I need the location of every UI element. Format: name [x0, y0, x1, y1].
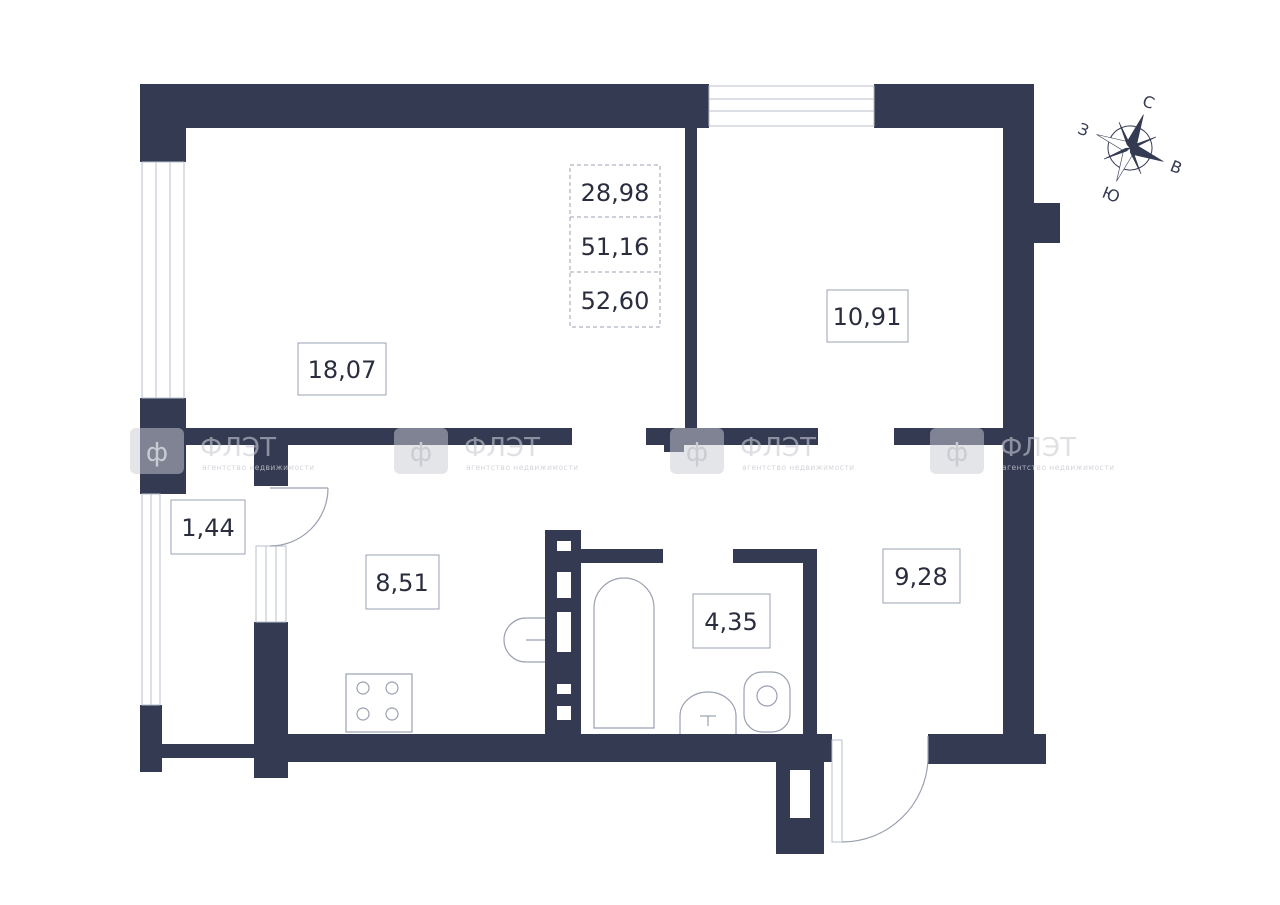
room-label-hallway: 9,28 [882, 548, 961, 604]
wall-bath-top-right [733, 549, 817, 563]
wall-bath-right [803, 549, 817, 739]
wall-right-pillar [1034, 203, 1060, 243]
total-area-value: 51,16 [581, 233, 650, 261]
watermark-brand: ФЛЭТ [1000, 433, 1076, 463]
wall-bath-top-left [581, 549, 663, 563]
compass: С В Ю З [1075, 91, 1185, 207]
bath-wall-slot-2 [557, 572, 571, 598]
room-label-kitchen: 8,51 [365, 554, 440, 610]
window-kitchen-door [255, 545, 287, 623]
wall-top-left [140, 84, 709, 128]
watermark-tagline: агентство недвижимости [1002, 463, 1115, 472]
room-label-bedroom: 10,91 [826, 289, 909, 343]
window-balcony [141, 493, 161, 706]
room-area-hallway: 9,28 [894, 563, 947, 591]
fixtures [345, 577, 791, 734]
window-top [708, 85, 875, 127]
watermark-logo: ф [146, 438, 168, 468]
bath-wall-slot-3 [557, 612, 571, 652]
compass-east: В [1168, 156, 1185, 178]
wall-bottom [254, 734, 832, 762]
room-area-bedroom: 10,91 [833, 303, 902, 331]
watermark-tagline: агентство недвижимости [742, 463, 855, 472]
room-area-bathroom: 4,35 [704, 608, 757, 636]
watermark-tagline: агентство недвижимости [466, 463, 579, 472]
windows [141, 85, 875, 843]
wall-right [1003, 84, 1034, 764]
watermark-brand: ФЛЭТ [740, 433, 816, 463]
toilet [743, 671, 791, 733]
area-summary: 28,98 51,16 52,60 [569, 164, 661, 328]
room-label-living: 18,07 [297, 342, 387, 396]
wall-left-lower [140, 705, 162, 772]
watermark-3: ф ФЛЭТ агентство недвижимости [670, 428, 855, 474]
area-with-balcony-value: 52,60 [581, 287, 650, 315]
room-label-balcony: 1,44 [170, 499, 246, 555]
bathtub [593, 577, 655, 729]
room-area-balcony: 1,44 [181, 514, 234, 542]
watermark-1: ф ФЛЭТ агентство недвижимости [130, 428, 315, 474]
bath-wall-slot-1 [557, 541, 571, 551]
wall-balcony-bottom [140, 744, 254, 758]
watermark-logo: ф [686, 438, 708, 468]
watermark-brand: ФЛЭТ [464, 433, 540, 463]
watermark-4: ф ФЛЭТ агентство недвижимости [930, 428, 1115, 474]
wall-partition-rooms [685, 128, 697, 430]
room-area-living: 18,07 [308, 356, 377, 384]
bath-wall-slot-5 [557, 706, 571, 720]
sink-kitchen [503, 617, 545, 663]
window-entrance [831, 739, 843, 843]
walls [140, 84, 1060, 854]
wall-openings [557, 541, 810, 818]
room-area-kitchen: 8,51 [375, 569, 428, 597]
compass-west: З [1075, 119, 1092, 140]
wall-left-upper [140, 84, 186, 162]
shaft-inner [790, 770, 810, 818]
washbasin [679, 691, 737, 734]
watermark-brand: ФЛЭТ [200, 433, 276, 463]
room-label-bathroom: 4,35 [692, 593, 771, 649]
living-area-value: 28,98 [581, 179, 650, 207]
wall-right-bottom [928, 734, 1046, 764]
stove [345, 673, 413, 733]
watermark-logo: ф [410, 438, 432, 468]
compass-south: Ю [1100, 183, 1123, 207]
watermark-logo: ф [946, 438, 968, 468]
window-left [141, 161, 185, 399]
bath-wall-slot-4 [557, 684, 571, 694]
door-balcony [269, 487, 329, 547]
doors [269, 487, 929, 843]
watermark-tagline: агентство недвижимости [202, 463, 315, 472]
wall-mid-1 [140, 428, 572, 445]
wall-balcony-stub [254, 440, 288, 486]
compass-north: С [1140, 91, 1157, 113]
compass-rose-icon [1096, 114, 1164, 182]
watermark-2: ф ФЛЭТ агентство недвижимости [394, 428, 579, 474]
door-entrance [841, 736, 929, 843]
